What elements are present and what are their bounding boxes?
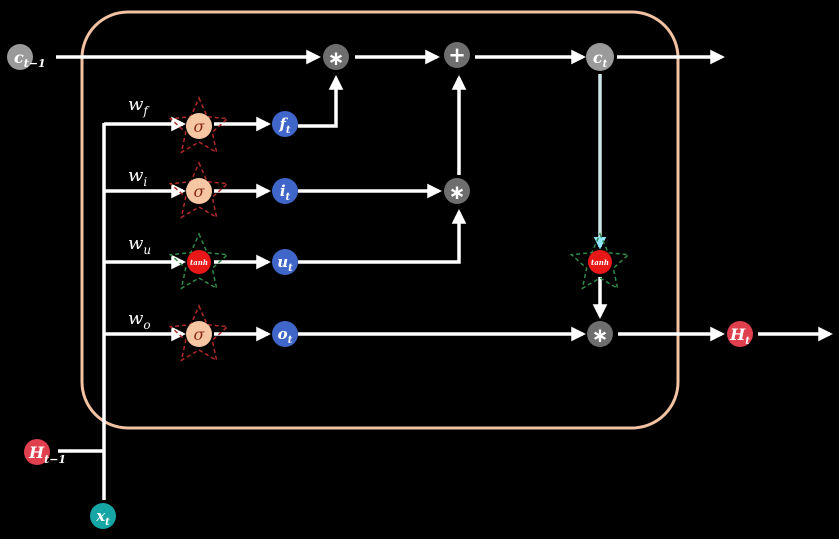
lstm-cell-boundary (80, 10, 680, 430)
c-t-node: ct (586, 43, 614, 71)
output-sigmoid-node: σ (186, 321, 212, 347)
add-symbol: + (448, 43, 466, 67)
weight-label-u: wu (128, 233, 151, 257)
weight-label-o: wo (128, 308, 151, 332)
h-prev-node: Ht−1 (24, 439, 66, 466)
c-t-label: ct (593, 48, 608, 70)
forget-multiply-node: ∗ (323, 44, 349, 70)
input-multiply-node: ∗ (444, 178, 470, 204)
h-prev-label: Ht−1 (28, 443, 66, 466)
input-sigmoid-label: σ (194, 182, 206, 201)
weight-label-f: wf (128, 94, 150, 118)
add-node: + (444, 42, 470, 68)
update-star (168, 232, 230, 290)
c-prev-label: ct−1 (14, 48, 46, 70)
ot-label: ot (278, 325, 293, 346)
ut-node: ut (272, 249, 298, 275)
h-t-label: Ht (729, 325, 750, 347)
ft-node: ft (272, 111, 298, 137)
update-tanh-node: tanh (187, 250, 211, 274)
arrow-ft-to-forget-mul (298, 75, 344, 128)
x-input-label: xt (95, 507, 110, 528)
weight-label-i: wi (128, 165, 147, 189)
output-multiply-node: ∗ (587, 321, 613, 347)
update-tanh-label: tanh (190, 258, 208, 267)
ot-node: ot (272, 321, 298, 347)
c-prev-node: ct−1 (7, 44, 46, 70)
cell-tanh-node: tanh (588, 250, 612, 274)
output-star (168, 304, 230, 362)
ft-label: ft (278, 115, 290, 136)
forget-multiply-symbol: ∗ (328, 46, 345, 70)
it-label: it (280, 182, 291, 203)
it-node: it (272, 178, 298, 204)
input-multiply-symbol: ∗ (449, 180, 466, 204)
cell-tanh-star (569, 232, 631, 290)
weight-labels: wf wi wu wo (128, 94, 151, 332)
output-multiply-symbol: ∗ (592, 323, 609, 347)
activation-nodes: σ σ tanh σ tanh (186, 113, 612, 347)
gate-nodes: ft it ut ot (272, 111, 298, 347)
h-t-node: Ht (727, 321, 753, 347)
forget-sigmoid-label: σ (194, 117, 206, 136)
input-star (168, 161, 230, 219)
arrow-ut-to-input-mul (298, 209, 467, 264)
output-sigmoid-label: σ (194, 325, 206, 344)
x-input-node: xt (90, 503, 116, 529)
operator-nodes: ∗ + ∗ ∗ (323, 42, 613, 347)
connections (56, 49, 833, 500)
activation-stars (168, 96, 631, 362)
ut-label: ut (277, 253, 293, 274)
cell-tanh-label: tanh (591, 258, 609, 267)
forget-sigmoid-node: σ (186, 113, 212, 139)
forget-star (168, 96, 230, 154)
input-sigmoid-node: σ (186, 178, 212, 204)
